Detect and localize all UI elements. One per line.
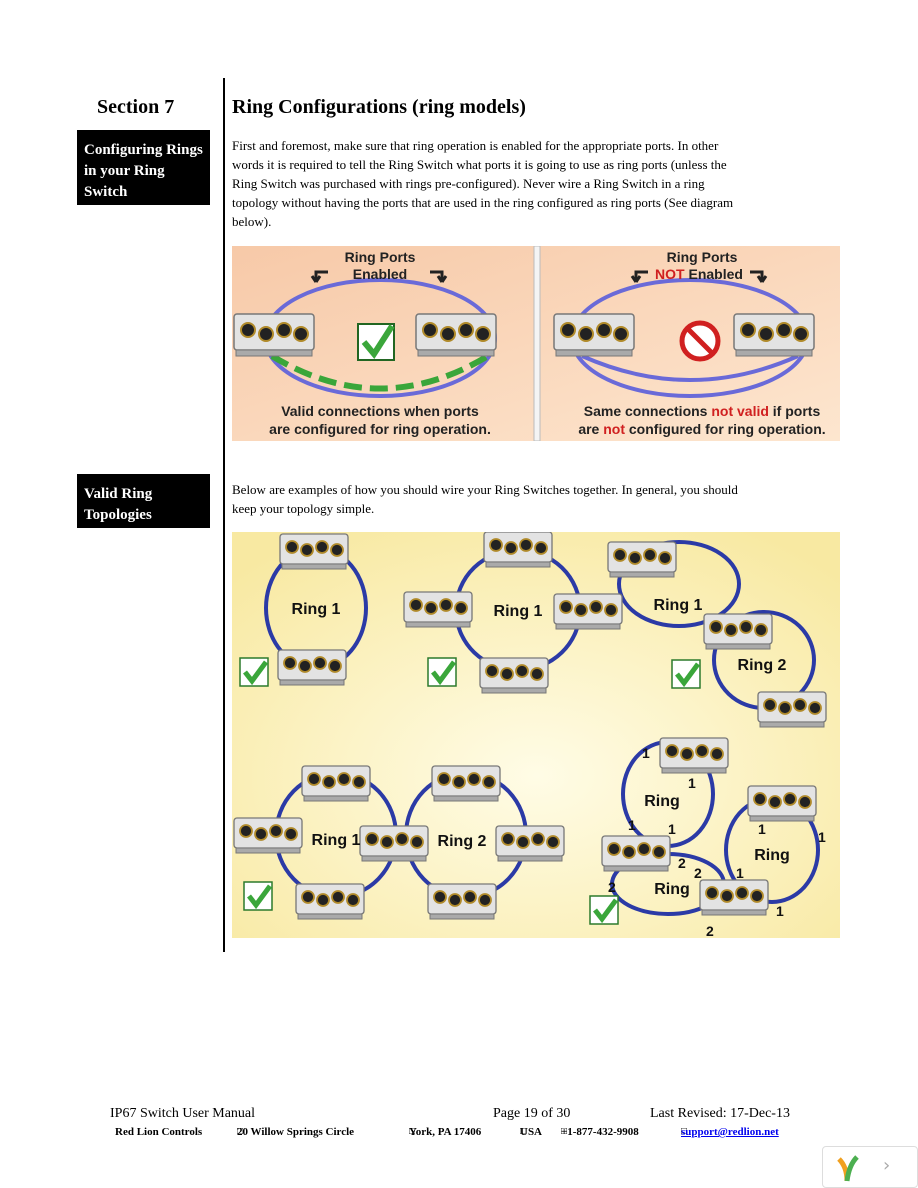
- footer-phone: +1-877-432-9908: [561, 1126, 639, 1138]
- checkmark-icon: [240, 658, 268, 686]
- port-number: 1: [642, 745, 650, 761]
- topology-paragraph: Below are examples of how you should wir…: [232, 482, 738, 516]
- port-number: 2: [706, 923, 714, 938]
- switch-icon: [233, 313, 315, 357]
- footer-manual: IP67 Switch User Manual: [110, 1106, 256, 1121]
- port-number: 2: [694, 865, 702, 881]
- ring-label: Ring 2: [438, 833, 487, 850]
- checkmark-icon: [244, 882, 272, 910]
- bullet-icon: □: [520, 1126, 527, 1137]
- footer-email-link[interactable]: support@redlion.net: [681, 1126, 779, 1138]
- switch-icon: [553, 313, 635, 357]
- viewer-logo-icon: [837, 1155, 859, 1182]
- switch-icon: [601, 835, 671, 872]
- right-heading-1: Ring Ports: [667, 249, 738, 265]
- switch-icon: [483, 532, 553, 568]
- port-number: 2: [608, 879, 616, 895]
- ring-label: Ring: [654, 881, 690, 898]
- ring-label: Ring 2: [738, 657, 787, 674]
- switch-icon: [233, 817, 303, 854]
- port-number: 1: [628, 817, 636, 833]
- sidebar-box-valid-topologies: Valid Ring Topologies: [77, 474, 210, 528]
- bullet-icon: □: [561, 1126, 568, 1137]
- left-heading-2: Enabled: [353, 266, 407, 282]
- right-caption-1: Same connections not valid if ports: [584, 403, 821, 419]
- ring-label: Ring: [754, 847, 790, 864]
- switch-icon: [277, 649, 347, 686]
- bullet-icon: □: [681, 1126, 688, 1137]
- port-number: 1: [776, 903, 784, 919]
- port-number: 2: [678, 855, 686, 871]
- right-caption-2: are not configured for ring operation.: [578, 421, 825, 437]
- ring-label: Ring 1: [292, 601, 341, 618]
- footer-address: 20 Willow Springs Circle: [237, 1126, 355, 1138]
- checkmark-icon: [590, 896, 618, 924]
- ring-label: Ring 1: [654, 597, 703, 614]
- arrow-icon: [430, 270, 448, 283]
- chevron-right-icon[interactable]: ›: [883, 1155, 891, 1176]
- footer-revised: Last Revised: 17-Dec-13: [650, 1106, 790, 1121]
- bullet-icon: □: [237, 1126, 244, 1137]
- right-heading-2: NOT Enabled: [655, 266, 743, 282]
- vertical-rule: [223, 78, 225, 952]
- switch-icon: [403, 591, 473, 628]
- switch-icon: [699, 879, 769, 916]
- port-number: 1: [818, 829, 826, 845]
- arrow-icon: [630, 270, 648, 283]
- switch-icon: [279, 533, 349, 570]
- footer-city: York, PA 17406: [409, 1126, 482, 1138]
- checkmark-icon: [428, 658, 456, 686]
- footer-page: Page 19 of 30: [493, 1106, 571, 1121]
- section-label: Section 7: [97, 96, 175, 118]
- page-title: Ring Configurations (ring models): [232, 96, 526, 118]
- switch-icon: [479, 657, 549, 694]
- footer-country: USA: [520, 1126, 543, 1138]
- switch-icon: [431, 765, 501, 802]
- switch-icon: [733, 313, 815, 357]
- switch-icon: [747, 785, 817, 822]
- port-number: 1: [758, 821, 766, 837]
- ring-label: Ring 1: [312, 832, 361, 849]
- switch-icon: [427, 883, 497, 920]
- switch-icon: [415, 313, 497, 357]
- port-number: 1: [736, 865, 744, 881]
- switch-icon: [295, 883, 365, 920]
- ring-label: Ring 1: [494, 603, 543, 620]
- arrow-icon: [310, 270, 328, 283]
- switch-icon: [703, 613, 773, 650]
- left-caption-2: are configured for ring operation.: [269, 421, 491, 437]
- left-caption-1: Valid connections when ports: [281, 403, 479, 419]
- viewer-widget[interactable]: ›: [822, 1146, 918, 1188]
- switch-icon: [359, 825, 429, 862]
- switch-icon: [607, 541, 677, 578]
- intro-paragraph: First and foremost, make sure that ring …: [232, 138, 734, 229]
- arrow-icon: [750, 270, 768, 283]
- bullet-icon: □: [409, 1126, 416, 1137]
- switch-icon: [553, 593, 623, 630]
- left-heading-1: Ring Ports: [345, 249, 416, 265]
- footer-company: Red Lion Controls: [115, 1126, 203, 1138]
- footer-line1: IP67 Switch User Manual Page 19 of 30 La…: [110, 1106, 810, 1124]
- footer-line2: Red Lion Controls □20 Willow Springs Cir…: [115, 1126, 835, 1140]
- port-number: 1: [688, 775, 696, 791]
- switch-icon: [301, 765, 371, 802]
- switch-icon: [659, 737, 729, 774]
- ring-label: Ring: [644, 793, 680, 810]
- switch-icon: [495, 825, 565, 862]
- ring-ports-figure: Ring Ports Enabled Valid connections whe…: [232, 246, 840, 441]
- ring-topologies-figure: Ring 1 Ring 1 Ring 1 Ring 2 Ring 1 Ring …: [232, 532, 840, 938]
- switch-icon: [757, 691, 827, 728]
- sidebar-box-configuring-rings: Configuring Rings in your Ring Switch: [77, 130, 210, 205]
- port-number: 1: [668, 821, 676, 837]
- checkmark-icon: [672, 660, 700, 688]
